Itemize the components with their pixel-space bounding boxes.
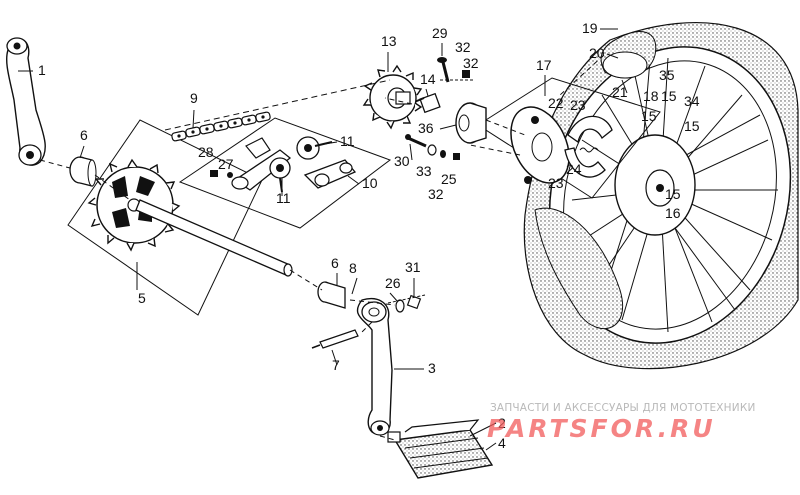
callout-c4: 4 — [498, 435, 506, 451]
tensioner-group-outline — [178, 117, 392, 229]
bolts-29-32 — [437, 57, 475, 83]
callout-c20: 20 — [589, 45, 605, 61]
brake-shoe-lower — [564, 147, 606, 178]
cotter-pin — [311, 329, 359, 349]
brake-panel-assembly — [477, 77, 661, 199]
callout-c35: 35 — [659, 67, 675, 83]
leader-lines — [18, 28, 628, 451]
callout-c5: 5 — [138, 290, 146, 306]
brake-shoe-upper — [567, 115, 613, 144]
callout-c29: 29 — [432, 25, 448, 41]
rear-wheel — [523, 22, 799, 370]
callout-c15d: 15 — [665, 186, 681, 202]
brake-spring — [579, 147, 599, 153]
callout-c36: 36 — [418, 120, 434, 136]
callout-c6a: 6 — [80, 127, 88, 143]
callout-c33: 33 — [416, 163, 432, 179]
tensioner-roller-upper — [296, 136, 333, 160]
chainring — [87, 158, 181, 252]
callout-c18: 18 — [643, 88, 659, 104]
callout-c27: 27 — [218, 156, 234, 172]
callout-c32a: 32 — [455, 39, 471, 55]
small-hardware — [405, 134, 460, 160]
crank-axle — [135, 199, 293, 277]
inner-tube-lower — [534, 207, 624, 330]
left-crank-arm — [5, 37, 46, 166]
callout-c9: 9 — [190, 90, 198, 106]
callout-c13: 13 — [381, 33, 397, 49]
watermark-tagline: ЗАПЧАСТИ И АКСЕССУАРЫ ДЛЯ МОТОТЕХНИКИ — [490, 402, 756, 414]
callout-c32b: 32 — [463, 55, 479, 71]
callout-c14: 14 — [420, 71, 436, 87]
callout-c28: 28 — [198, 144, 214, 160]
drive-chain — [164, 79, 391, 142]
callout-c2: 2 — [498, 415, 506, 431]
callout-c26: 26 — [385, 275, 401, 291]
callout-c1: 1 — [38, 62, 46, 78]
tensioner-arm — [231, 149, 357, 191]
tensioner-bracket — [210, 137, 271, 178]
watermark-logo: PARTSFOR.RU — [487, 414, 716, 443]
callout-c7: 7 — [332, 357, 340, 373]
right-crank-arm — [356, 298, 393, 436]
callout-c34: 34 — [684, 93, 700, 109]
pedal — [387, 419, 494, 479]
callout-c17: 17 — [536, 57, 552, 73]
callout-c15c: 15 — [684, 118, 700, 134]
rim-band — [602, 51, 648, 79]
callout-c19: 19 — [582, 20, 598, 36]
callout-c21: 21 — [612, 84, 628, 100]
bearing-cup-left — [69, 156, 97, 187]
callout-c6b: 6 — [331, 255, 339, 271]
callout-c16: 16 — [665, 205, 681, 221]
callout-c23a: 23 — [570, 97, 586, 113]
callout-c8: 8 — [349, 260, 357, 276]
spacer-collar — [455, 102, 487, 144]
assembly-lines — [39, 54, 605, 441]
callout-c25: 25 — [441, 171, 457, 187]
tensioner-roller-lower — [269, 157, 291, 193]
callout-c22: 22 — [548, 95, 564, 111]
bearing-cup-right — [317, 281, 346, 309]
callout-c23b: 23 — [548, 175, 564, 191]
callout-c10: 10 — [362, 175, 378, 191]
callout-c24: 24 — [566, 161, 582, 177]
callout-c32c: 32 — [428, 186, 444, 202]
callout-c15b: 15 — [641, 108, 657, 124]
callout-c11b: 11 — [276, 190, 291, 206]
callout-c15a: 15 — [661, 88, 677, 104]
callout-c30: 30 — [394, 153, 410, 169]
callout-c3: 3 — [428, 360, 436, 376]
rear-sprocket — [362, 64, 423, 130]
callout-c11a: 11 — [340, 133, 355, 149]
crank-nut-washer — [387, 294, 426, 313]
callout-c31: 31 — [405, 259, 421, 275]
